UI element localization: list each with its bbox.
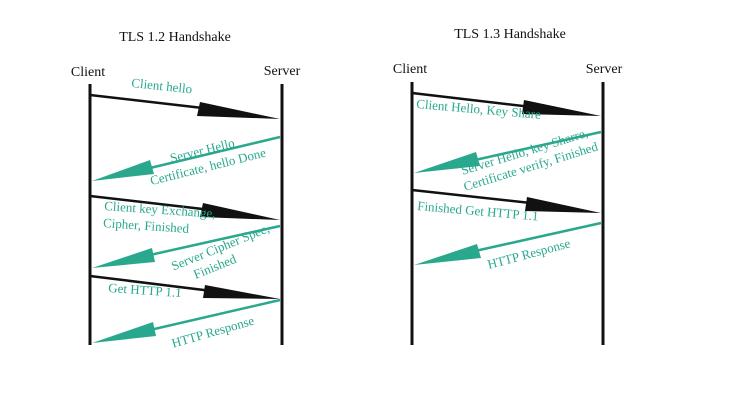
tls12-arrow-6-head bbox=[92, 322, 156, 343]
tls13-arrow-3-shaft bbox=[411, 188, 541, 206]
tls12-arrow-5-shaft bbox=[89, 274, 221, 294]
tls12-msg-6-line-1: HTTP Response bbox=[170, 313, 256, 351]
tls12-server-label: Server bbox=[264, 64, 301, 79]
tls13-arrow-2-head bbox=[414, 152, 480, 173]
tls12-msg-2: Server Hello Certificate, hello Done bbox=[144, 128, 267, 188]
tls13-server-label: Server bbox=[586, 62, 623, 77]
tls13-arrow-3-head bbox=[525, 197, 601, 213]
tls12-msg-1-line-1: Client hello bbox=[131, 75, 193, 96]
tls12-arrow-1-shaft bbox=[89, 93, 221, 112]
tls12-arrow-1-head bbox=[197, 102, 280, 119]
tls13-msg-4-line-1: HTTP Response bbox=[486, 235, 572, 272]
tls12-msg-3: Client key Exchange, Cipher, Finished bbox=[103, 198, 220, 238]
tls13-arrows bbox=[411, 91, 602, 265]
tls12-arrow-2-head bbox=[92, 160, 154, 181]
tls13-msg-2: Server Hello, key Sharre, Certificate ve… bbox=[457, 123, 600, 194]
tls13-arrow-4-head bbox=[414, 244, 481, 265]
tls13-arrow-4-shaft bbox=[474, 221, 602, 253]
tls12-msg-6: HTTP Response bbox=[170, 313, 256, 351]
tls12-arrow-4-shaft bbox=[149, 224, 281, 257]
tls12-client-label: Client bbox=[71, 65, 105, 80]
tls13-msg-4: HTTP Response bbox=[486, 235, 572, 272]
tls12-msg-3-line-2: Cipher, Finished bbox=[103, 215, 190, 236]
tls12-msg-1: Client hello bbox=[131, 75, 193, 96]
tls13-title: TLS 1.3 Handshake bbox=[454, 27, 566, 42]
tls13-arrow-1-head bbox=[522, 100, 601, 116]
tls12-arrow-3-head bbox=[200, 203, 280, 220]
tls12-arrow-6-shaft bbox=[149, 298, 281, 332]
tls12-title: TLS 1.2 Handshake bbox=[119, 30, 231, 45]
tls12-arrows bbox=[89, 93, 281, 343]
tls12-arrow-5-head bbox=[203, 285, 280, 299]
tls12-diagram: TLS 1.2 Handshake Client Server bbox=[71, 30, 301, 351]
tls12-arrow-2-shaft bbox=[149, 135, 281, 170]
tls12-msg-5-line-1: Get HTTP 1.1 bbox=[108, 280, 182, 300]
tls13-client-label: Client bbox=[393, 62, 427, 77]
tls12-arrow-4-head bbox=[92, 248, 155, 268]
tls13-arrow-2-shaft bbox=[474, 130, 602, 162]
tls13-arrow-1-shaft bbox=[411, 91, 541, 110]
tls12-msg-5: Get HTTP 1.1 bbox=[108, 280, 182, 300]
tls13-diagram: TLS 1.3 Handshake Client Server Client H… bbox=[393, 27, 623, 345]
tls12-arrow-3-shaft bbox=[89, 194, 221, 213]
